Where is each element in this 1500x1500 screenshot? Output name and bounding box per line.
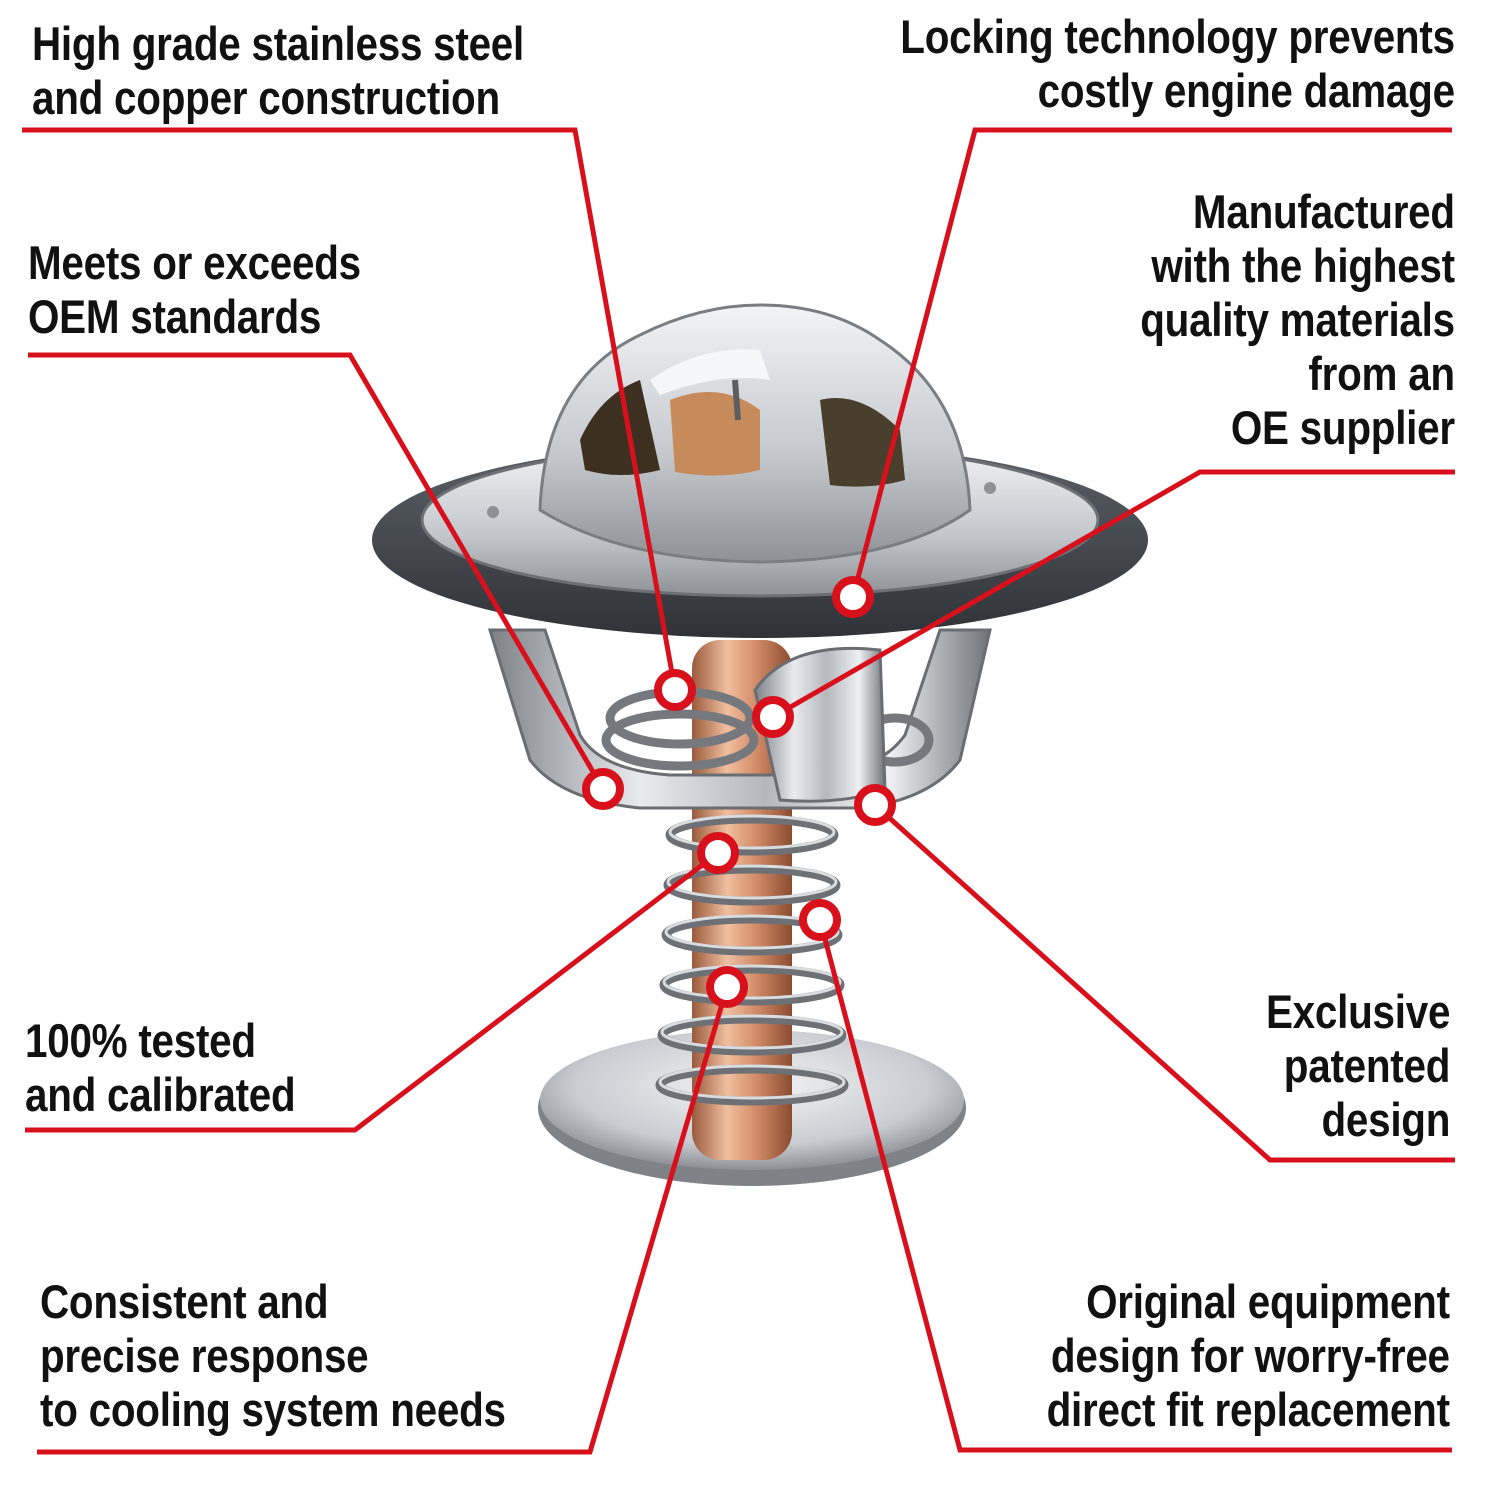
- callout-line: to cooling system needs: [40, 1383, 506, 1436]
- leader-precise-response: [37, 986, 730, 1455]
- callout-line: design for worry-free: [1051, 1329, 1450, 1382]
- leader-direct-fit: [817, 919, 1452, 1453]
- callout-line: Meets or exceeds: [28, 236, 361, 289]
- rivet-right: [984, 482, 996, 494]
- callout-line: High grade stainless steel: [32, 17, 525, 70]
- leader-patented-design: [873, 803, 1455, 1163]
- rivet-left: [487, 506, 499, 518]
- locking-clip: [753, 646, 887, 803]
- callout-line: direct fit replacement: [1046, 1383, 1450, 1436]
- marker-locking-tech: [832, 576, 874, 618]
- marker-oem-standards: [582, 768, 624, 810]
- callout-precise-response: Consistent and precise response to cooli…: [40, 1275, 506, 1437]
- callout-line: 100% tested: [25, 1014, 256, 1067]
- callout-direct-fit: Original equipment design for worry-free…: [1047, 1275, 1450, 1437]
- callout-locking-tech: Locking technology prevents costly engin…: [900, 10, 1455, 118]
- callout-line: and copper construction: [32, 71, 500, 124]
- lower-spring-highlight: [658, 814, 846, 1100]
- callout-steel-copper: High grade stainless steel and copper co…: [32, 17, 524, 125]
- jiggle-pin: [732, 379, 741, 421]
- callout-line: costly engine damage: [1037, 64, 1455, 117]
- leader-locking-tech: [850, 127, 1452, 598]
- callout-patented-design: Exclusive patented design: [1266, 985, 1450, 1147]
- leader-tested-calibrated: [25, 851, 720, 1133]
- dome-slot: [650, 349, 770, 395]
- marker-direct-fit: [799, 899, 841, 941]
- callout-line: patented: [1283, 1039, 1451, 1092]
- callout-line: from an: [1308, 347, 1456, 400]
- marker-quality-materials: [752, 696, 794, 738]
- callout-line: Original equipment: [1086, 1275, 1450, 1328]
- callout-line: OEM standards: [28, 290, 322, 343]
- callout-oem-standards: Meets or exceeds OEM standards: [28, 236, 361, 344]
- marker-tested-calibrated: [697, 832, 739, 874]
- callout-line: with the highest: [1151, 239, 1455, 292]
- callout-line: precise response: [40, 1329, 369, 1382]
- callout-line: OE supplier: [1230, 401, 1455, 454]
- marker-patented-design: [854, 784, 896, 826]
- marker-steel-copper: [654, 669, 696, 711]
- leader-steel-copper: [22, 127, 678, 691]
- leader-oem-standards: [28, 352, 606, 791]
- callout-line: and calibrated: [25, 1068, 296, 1121]
- marker-precise-response: [706, 966, 748, 1008]
- callout-tested-calibrated: 100% tested and calibrated: [25, 1014, 296, 1122]
- callout-line: Consistent and: [40, 1275, 329, 1328]
- callout-quality-materials: Manufactured with the highest quality ma…: [1140, 185, 1455, 455]
- callout-line: design: [1321, 1093, 1450, 1146]
- callout-line: Locking technology prevents: [900, 10, 1455, 63]
- leader-quality-materials: [771, 469, 1455, 720]
- callout-line: quality materials: [1140, 293, 1455, 346]
- dome-window-right: [820, 398, 905, 487]
- callout-line: Manufactured: [1193, 185, 1455, 238]
- dome-window-left: [580, 380, 660, 475]
- callout-line: Exclusive: [1265, 985, 1450, 1038]
